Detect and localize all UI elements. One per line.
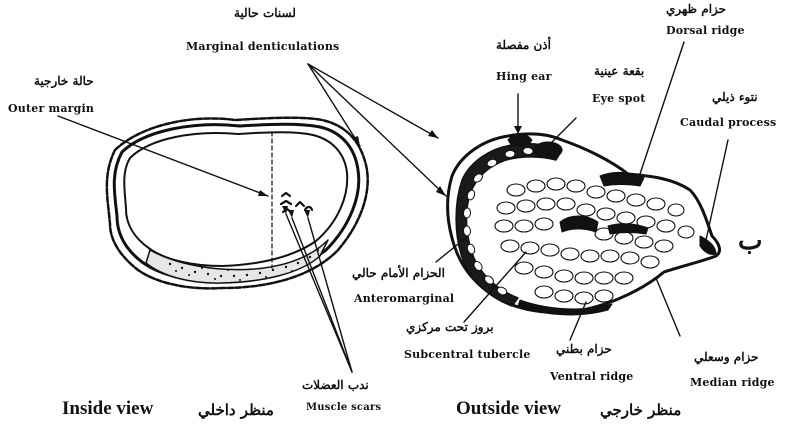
dorsal-ridge-ar: حزام ظهري — [666, 2, 726, 16]
hing-ear-ar: أذن مفصلة — [496, 38, 551, 52]
outer-margin-en: Outer margin — [8, 102, 94, 115]
anteromarginal-en: Anteromarginal — [354, 292, 454, 305]
eye-spot-ar: بقعة عينية — [594, 64, 644, 78]
inside-view-valve — [107, 118, 368, 289]
median-ridge-ar: حزام وسعلي — [694, 350, 759, 364]
figure-letter: ب — [738, 226, 762, 256]
subcentral-tubercle-en: Subcentral tubercle — [404, 348, 531, 361]
muscle-scars-ar: ندب العضلات — [302, 378, 369, 392]
marginal-denticulations-en: Marginal denticulations — [186, 40, 339, 53]
ventral-ridge-ar: حزام بطني — [556, 342, 612, 356]
marginal-denticulations-ar: لسنات حالية — [234, 6, 296, 20]
caudal-process-en: Caudal process — [680, 116, 776, 129]
anteromarginal-ar: الحزام الأمام حالي — [352, 266, 445, 280]
eye-spot-en: Eye spot — [592, 92, 646, 105]
dorsal-ridge-en: Dorsal ridge — [666, 24, 745, 37]
caudal-process-ar: نتوء ذيلي — [712, 90, 758, 104]
median-ridge-en: Median ridge — [690, 376, 775, 389]
ventral-ridge-en: Ventral ridge — [550, 370, 634, 383]
muscle-scars-en: Muscle scars — [306, 402, 381, 413]
outside-view-caption-ar: منظر خارجي — [600, 401, 681, 419]
hing-ear-en: Hing ear — [496, 70, 552, 83]
reticulation — [495, 178, 694, 304]
subcentral-tubercle-ar: بروز تحت مركزي — [406, 320, 494, 334]
inside-view-caption-ar: منظر داخلي — [198, 401, 274, 419]
outside-view-caption-en: Outside view — [456, 398, 561, 420]
outside-view-valve — [448, 134, 720, 315]
outer-margin-ar: حالة خارجية — [34, 74, 94, 88]
inside-view-caption-en: Inside view — [62, 398, 153, 420]
